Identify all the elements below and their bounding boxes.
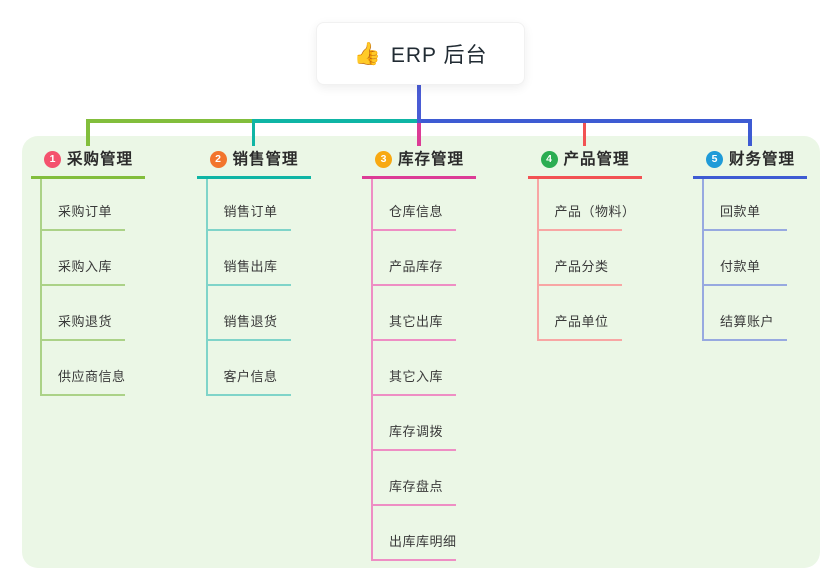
branch-5-child-3-underline — [702, 339, 787, 341]
branch-4-child-1-underline — [536, 229, 622, 231]
branch-4-child-3-underline — [536, 339, 622, 341]
branch-2-child-3-underline — [205, 339, 291, 341]
branch-5-drop-line — [748, 119, 752, 146]
root-vertical-line — [417, 82, 421, 123]
thumbs-up-icon: 👍 — [353, 40, 381, 66]
branches-panel — [22, 136, 820, 568]
branch-5-title[interactable]: 财务管理 — [729, 151, 796, 168]
branch-3-child-2[interactable]: 产品库存 — [389, 259, 444, 274]
branch-3-child-spine — [371, 179, 373, 561]
branch-2-child-3[interactable]: 销售退货 — [223, 314, 278, 329]
branch-5-number-badge: 5 — [706, 151, 723, 168]
branch-2-title-underline — [196, 175, 311, 179]
branch-5-title-underline — [693, 175, 807, 179]
branch-1-child-spine — [40, 179, 42, 396]
branch-3-child-7[interactable]: 出库库明细 — [389, 534, 457, 549]
branch-1-child-2[interactable]: 采购入库 — [58, 259, 113, 274]
branch-3-drop-line — [417, 119, 421, 146]
trunk-segment-left — [86, 119, 252, 123]
branch-3-child-1[interactable]: 仓库信息 — [389, 204, 444, 219]
branch-2-child-4[interactable]: 客户信息 — [223, 369, 278, 384]
trunk-segment-mid — [253, 119, 419, 123]
branch-2-title[interactable]: 销售管理 — [232, 151, 299, 168]
branch-2-child-spine — [205, 179, 208, 396]
branch-3-child-7-underline — [371, 559, 456, 561]
branch-2-child-4-underline — [205, 394, 291, 396]
branch-5-child-3[interactable]: 结算账户 — [720, 314, 775, 329]
branch-1-title[interactable]: 采购管理 — [67, 151, 134, 168]
branch-5-child-1-underline — [702, 229, 787, 231]
branch-4-number-badge: 4 — [540, 151, 558, 168]
branch-4-drop-line — [582, 119, 587, 146]
branch-4-child-spine — [536, 179, 539, 341]
branch-3-child-4[interactable]: 其它入库 — [389, 369, 444, 384]
branch-5-child-1[interactable]: 回款单 — [720, 204, 761, 219]
branch-1-child-1[interactable]: 采购订单 — [58, 204, 113, 219]
branch-4-child-2[interactable]: 产品分类 — [554, 259, 609, 274]
branch-3-child-3[interactable]: 其它出库 — [389, 314, 444, 329]
branch-4-title[interactable]: 产品管理 — [563, 151, 630, 168]
root-node-label: ERP 后台 — [390, 43, 488, 67]
branch-1-title-underline — [31, 175, 145, 179]
branch-1-child-4[interactable]: 供应商信息 — [58, 369, 126, 384]
branch-1-child-1-underline — [40, 229, 125, 231]
branch-2-child-1[interactable]: 销售订单 — [223, 204, 278, 219]
branch-3-child-4-underline — [371, 394, 456, 396]
branch-3-child-6-underline — [371, 504, 456, 506]
branch-3-child-6[interactable]: 库存盘点 — [389, 479, 444, 494]
branch-4-child-3[interactable]: 产品单位 — [554, 314, 609, 329]
branch-1-child-4-underline — [40, 394, 125, 396]
branch-1-number-badge: 1 — [44, 151, 61, 168]
branch-3-child-1-underline — [371, 229, 456, 231]
branch-5-child-2[interactable]: 付款单 — [720, 259, 761, 274]
branch-2-drop-line — [251, 119, 256, 146]
branch-1-drop-line — [86, 119, 90, 146]
branch-1-child-3-underline — [40, 339, 125, 341]
root-node[interactable]: 👍 ERP 后台 — [316, 22, 525, 85]
branch-3-child-5[interactable]: 库存调拨 — [389, 424, 444, 439]
trunk-segment-right — [419, 119, 752, 123]
branch-2-number-badge: 2 — [209, 151, 227, 168]
branch-2-child-2[interactable]: 销售出库 — [223, 259, 278, 274]
branch-1-child-2-underline — [40, 284, 125, 286]
branch-3-title[interactable]: 库存管理 — [398, 151, 465, 168]
branch-3-title-underline — [362, 175, 476, 179]
branch-3-number-badge: 3 — [375, 151, 392, 168]
branch-5-child-spine — [702, 179, 704, 341]
branch-1-child-3[interactable]: 采购退货 — [58, 314, 113, 329]
branch-4-child-2-underline — [536, 284, 622, 286]
branch-2-child-1-underline — [205, 229, 291, 231]
branch-3-child-3-underline — [371, 339, 456, 341]
branch-5-child-2-underline — [702, 284, 787, 286]
branch-2-child-2-underline — [205, 284, 291, 286]
branch-4-child-1[interactable]: 产品（物料） — [554, 204, 636, 219]
branch-3-child-2-underline — [371, 284, 456, 286]
branch-4-title-underline — [527, 175, 642, 179]
branch-3-child-5-underline — [371, 449, 456, 451]
